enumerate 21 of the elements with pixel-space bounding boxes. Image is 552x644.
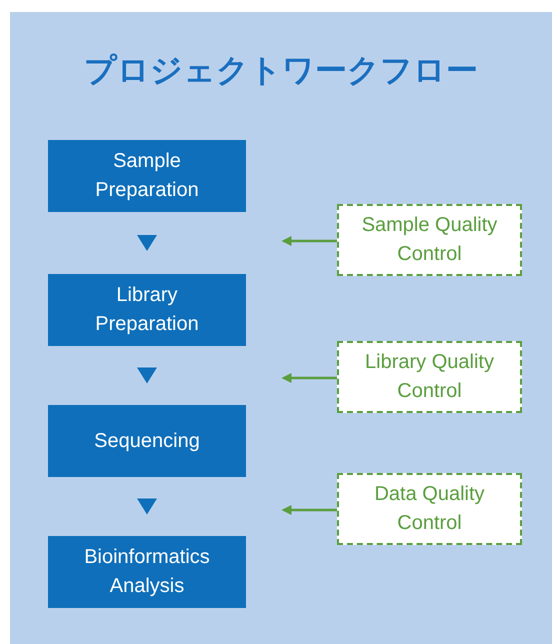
arrow [282,236,337,246]
process-box [48,536,246,608]
quality-control-box [337,473,522,545]
box-label: Library Preparation [94,283,200,337]
down-arrow [137,368,157,384]
down-arrow [137,235,157,251]
process-box [48,140,246,212]
box-label: Data Quality Control [373,482,486,536]
box-label: Library Quality Control [364,350,495,404]
box-label: Bioinformatics Analysis [84,545,210,599]
arrow [282,373,337,383]
process-box [48,274,246,346]
quality-control-box [337,341,522,413]
title: プロジェクトワークフロー [83,50,479,91]
process-box [48,405,246,477]
down-arrow [137,498,157,514]
arrow [282,505,337,515]
quality-control-box [337,204,522,276]
box-label: Sample Quality Control [360,213,498,267]
box-label: Sample Preparation [94,149,200,203]
box-label: Sequencing [94,428,200,454]
